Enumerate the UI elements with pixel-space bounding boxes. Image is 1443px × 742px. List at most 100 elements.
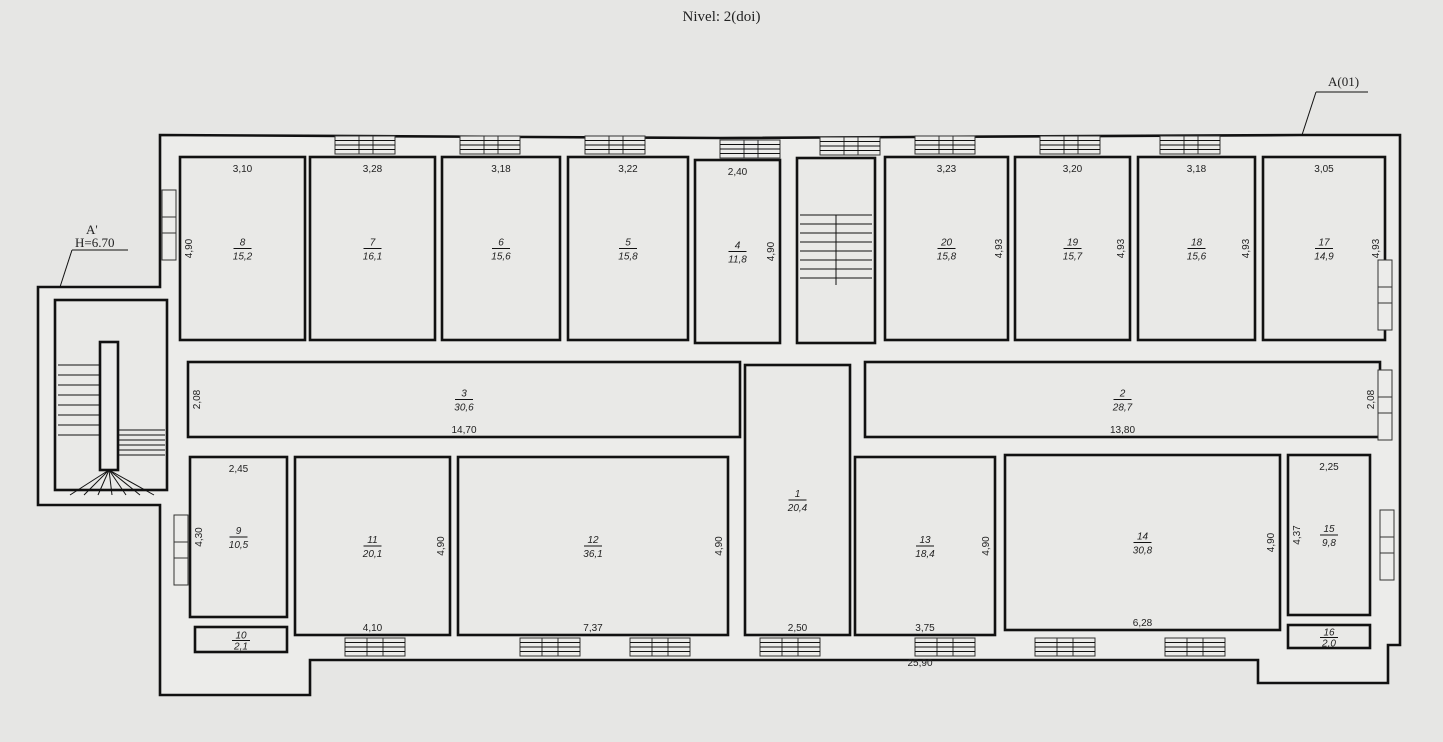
room-width-dimension: 3,75 xyxy=(915,623,935,634)
room-number: 14 xyxy=(1137,532,1149,543)
room-area: 30,6 xyxy=(454,403,474,414)
room-19: 19 15,7 3,20 4,93 xyxy=(1013,155,1132,342)
room-outline xyxy=(1286,623,1372,650)
room-width-dimension: 3,23 xyxy=(937,164,957,175)
left-stair-steps xyxy=(58,340,165,496)
room-14: 14 30,8 6,28 4,90 xyxy=(1003,453,1282,632)
room-number: 6 xyxy=(498,238,504,249)
room-number: 9 xyxy=(236,526,242,537)
room-area: 15,7 xyxy=(1063,252,1083,263)
room-width-dimension: 3,28 xyxy=(363,164,383,175)
section-leader-line xyxy=(1301,91,1317,136)
room-9: 9 10,5 2,45 4,30 xyxy=(188,455,289,619)
room-20: 20 15,8 3,23 4,93 xyxy=(883,155,1010,342)
room-area: 16,1 xyxy=(363,252,382,263)
plan-title: Nivel: 2(doi) xyxy=(682,9,761,25)
room-depth-dimension: 4,30 xyxy=(194,527,205,547)
room-width-dimension: 7,37 xyxy=(583,623,603,634)
room-width-dimension: 3,10 xyxy=(233,164,253,175)
room-depth-dimension: 4,90 xyxy=(436,536,447,556)
room-number: 19 xyxy=(1067,238,1079,249)
room-11: 11 20,1 4,10 4,90 xyxy=(293,455,452,637)
room-number: 1 xyxy=(795,489,801,500)
room-depth-dimension: 2,08 xyxy=(192,389,203,409)
room-width-dimension: 2,45 xyxy=(229,464,249,475)
room-15: 15 9,8 2,25 4,37 xyxy=(1286,453,1372,617)
room-2: 2 28,7 13,80 2,08 xyxy=(863,360,1382,439)
room-width-dimension: 3,18 xyxy=(491,164,511,175)
room-1: 120,42,50 xyxy=(743,363,852,637)
room-outline xyxy=(193,625,289,654)
room-width-dimension: 3,05 xyxy=(1314,164,1334,175)
room-18: 18 15,6 3,18 4,93 xyxy=(1136,155,1257,342)
room-8: 815,23,104,90 xyxy=(178,155,307,342)
room-number: 3 xyxy=(461,389,467,400)
room-area: 15,2 xyxy=(233,252,253,263)
height-leader-line xyxy=(59,249,73,288)
room-depth-dimension: 4,90 xyxy=(1266,532,1277,552)
room-16: 162,0 xyxy=(1286,623,1372,650)
section-marker-a01: A(01) xyxy=(1328,74,1359,89)
room-width-dimension: 3,22 xyxy=(618,164,638,175)
room-depth-dimension: 4,90 xyxy=(184,238,195,258)
room-width-dimension: 2,40 xyxy=(728,167,748,178)
room-width-dimension: 2,25 xyxy=(1319,462,1339,473)
room-width-dimension: 4,10 xyxy=(363,623,383,634)
room-depth-dimension: 4,37 xyxy=(1292,525,1303,545)
room-number: 7 xyxy=(370,238,376,249)
room-depth-dimension: 2,08 xyxy=(1366,389,1377,409)
room-number: 11 xyxy=(367,535,377,546)
room-area: 10,5 xyxy=(229,540,249,551)
room-width-dimension: 6,28 xyxy=(1133,618,1153,629)
room-area: 36,1 xyxy=(583,549,602,560)
room-17: 17 14,9 3,05 4,93 xyxy=(1261,155,1387,342)
room-area: 20,1 xyxy=(362,549,382,560)
room-area: 11,8 xyxy=(728,255,747,266)
room-number: 17 xyxy=(1318,238,1330,249)
room-number: 20 xyxy=(940,238,953,249)
room-area: 20,4 xyxy=(787,503,808,514)
room-number: 13 xyxy=(919,535,931,546)
room-7: 7 16,1 3,28 xyxy=(308,155,437,342)
central-stair-steps xyxy=(800,214,872,285)
room-area: 15,6 xyxy=(491,252,511,263)
room-depth-dimension: 4,93 xyxy=(1116,238,1127,258)
room-area: 15,8 xyxy=(937,252,957,263)
room-area: 15,6 xyxy=(1187,252,1207,263)
room-number: 10 xyxy=(235,631,247,642)
room-area: 30,8 xyxy=(1133,546,1153,557)
room-width-dimension: 14,70 xyxy=(451,425,476,436)
room-5: 5 15,8 3,22 xyxy=(566,155,690,342)
room-depth-dimension: 4,93 xyxy=(1241,238,1252,258)
room-area: 9,8 xyxy=(1322,538,1336,549)
room-number: 16 xyxy=(1323,628,1335,639)
room-depth-dimension: 4,90 xyxy=(714,536,725,556)
room-outline xyxy=(883,155,1010,342)
room-number: 18 xyxy=(1191,238,1203,249)
room-depth-dimension: 4,90 xyxy=(766,241,777,261)
room-area: 15,8 xyxy=(618,252,638,263)
room-width-dimension: 3,18 xyxy=(1187,164,1207,175)
room-area: 2,0 xyxy=(1321,639,1336,650)
room-number: 5 xyxy=(625,238,631,249)
room-depth-dimension: 4,93 xyxy=(994,238,1005,258)
room-4: 4 11,8 2,40 4,90 xyxy=(693,158,782,345)
room-area: 2,1 xyxy=(233,642,248,653)
room-depth-dimension: 4,90 xyxy=(981,536,992,556)
room-number: 4 xyxy=(735,241,741,252)
room-number: 15 xyxy=(1323,524,1335,535)
room-outline xyxy=(440,155,562,342)
height-marker: H=6.70 xyxy=(75,235,114,250)
room-number: 2 xyxy=(1119,389,1126,400)
room-width-dimension: 13,80 xyxy=(1110,425,1135,436)
room-3: 3 30,6 14,70 2,08 xyxy=(186,360,742,439)
windows xyxy=(161,135,1395,657)
room-area: 28,7 xyxy=(1112,403,1133,414)
room-width-dimension: 3,20 xyxy=(1063,164,1083,175)
room-depth-dimension: 4,93 xyxy=(1371,238,1382,258)
room-area: 14,9 xyxy=(1314,252,1334,263)
section-marker-a-prime: A' xyxy=(86,222,98,237)
